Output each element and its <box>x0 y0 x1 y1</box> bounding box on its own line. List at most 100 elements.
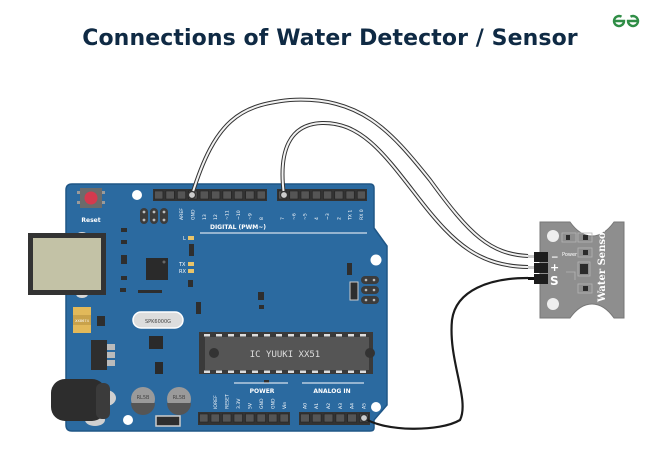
wire-pin7[interactable] <box>279 120 529 269</box>
svg-text:RL5B: RL5B <box>173 395 186 401</box>
pin-label: A5 <box>361 403 367 409</box>
svg-text:RL5B: RL5B <box>137 395 150 401</box>
power-pin-socket[interactable] <box>199 413 209 423</box>
usb-port <box>28 232 106 298</box>
chip-pin <box>300 334 306 337</box>
digital-pin-socket[interactable] <box>300 190 310 200</box>
voltage-regulator <box>91 340 115 370</box>
chip-pin <box>264 370 270 373</box>
digital-pin-socket[interactable] <box>334 190 344 200</box>
sensor-hole <box>547 230 559 242</box>
mounting-hole <box>123 415 133 425</box>
chip-pin <box>228 334 234 337</box>
pin-minus-label: − <box>551 253 559 263</box>
pin-plus-label: + <box>550 261 559 274</box>
fuse <box>155 415 181 427</box>
svg-text:SPK6000G: SPK6000G <box>145 319 171 325</box>
digital-pin-socket[interactable] <box>345 190 355 200</box>
digital-pin-socket[interactable] <box>234 190 244 200</box>
pin-label: ~6 <box>291 213 297 220</box>
pin-label: ~3 <box>325 213 331 220</box>
wire-a5[interactable] <box>359 276 529 430</box>
chip-pin <box>252 334 258 337</box>
power-pin-socket[interactable] <box>210 413 220 423</box>
icsp-header-2 <box>361 276 379 304</box>
led-l <box>188 236 194 240</box>
digital-pin-socket[interactable] <box>222 190 232 200</box>
power-pin-socket[interactable] <box>222 413 232 423</box>
pin-label: A1 <box>314 403 320 409</box>
chip-pin <box>204 370 210 373</box>
analog-pin-socket[interactable] <box>323 413 334 423</box>
analog-label: ANALOG IN <box>313 388 350 395</box>
pin-label: RESET <box>224 394 230 409</box>
small-chip <box>155 362 163 374</box>
pin-label: IOREF <box>213 395 219 409</box>
reset-button[interactable] <box>77 188 105 208</box>
power-label: POWER <box>250 388 275 395</box>
usb-controller-chip <box>146 258 168 280</box>
digital-pin-socket[interactable] <box>256 190 266 200</box>
pin-label: A4 <box>350 403 356 409</box>
digital-pin-socket[interactable] <box>289 190 299 200</box>
page-title: Connections of Water Detector / Sensor <box>82 26 578 51</box>
power-header <box>198 412 290 425</box>
digital-pin-socket[interactable] <box>356 190 366 200</box>
chip-pin <box>216 334 222 337</box>
digital-pin-socket[interactable] <box>245 190 255 200</box>
digital-pin-socket[interactable] <box>165 190 175 200</box>
pin-label: GND <box>259 398 265 409</box>
digital-pin-socket[interactable] <box>323 190 333 200</box>
analog-pin-socket[interactable] <box>311 413 322 423</box>
digital-pin-socket[interactable] <box>211 190 221 200</box>
mounting-hole <box>371 402 381 412</box>
analog-pin-socket[interactable] <box>300 413 310 423</box>
pin-label: 2 <box>336 217 342 220</box>
led-rx <box>188 269 194 273</box>
reset-label: Reset <box>81 217 100 224</box>
pin-label: Vin <box>282 402 288 409</box>
chip-pin <box>264 334 270 337</box>
analog-pin-socket[interactable] <box>335 413 345 423</box>
pin-label: RX 0 <box>359 209 365 220</box>
pin-label: A0 <box>302 403 308 409</box>
digital-pin-socket[interactable] <box>177 190 187 200</box>
analog-pin-socket[interactable] <box>347 413 357 423</box>
chip-pin <box>228 370 234 373</box>
power-pin-socket[interactable] <box>245 413 255 423</box>
digital-pin-socket[interactable] <box>199 190 209 200</box>
power-pin-socket[interactable] <box>256 413 266 423</box>
chip-pin <box>252 370 258 373</box>
mounting-hole <box>132 190 142 200</box>
wire-gnd[interactable] <box>187 97 529 258</box>
chip-pin <box>348 334 354 337</box>
pin-label: 8 <box>259 217 265 220</box>
chip-pin <box>324 334 330 337</box>
led-rx-label: RX <box>179 269 186 275</box>
chip-pin <box>216 370 222 373</box>
digital-pin-socket[interactable] <box>154 190 164 200</box>
power-pin-socket[interactable] <box>279 413 289 423</box>
pin-label: 7 <box>280 217 286 220</box>
digital-pin-socket[interactable] <box>311 190 321 200</box>
led-tx <box>188 262 194 266</box>
power-pin-socket[interactable] <box>233 413 243 423</box>
svg-text:XX8674: XX8674 <box>75 319 89 323</box>
sensor-pin-header <box>528 252 548 284</box>
chip-pin <box>204 334 210 337</box>
pin-label: ~5 <box>303 213 309 220</box>
digital-label: DIGITAL (PWM~) <box>210 224 266 231</box>
gfg-logo-icon <box>612 14 640 28</box>
chip-pin <box>312 370 318 373</box>
svg-text:IC YUUKI XX51: IC YUUKI XX51 <box>250 350 320 360</box>
chip-pin <box>324 370 330 373</box>
chip-pin <box>240 370 246 373</box>
chip-pin <box>288 370 294 373</box>
chip-pin <box>240 334 246 337</box>
chip-pin <box>276 334 282 337</box>
small-chip <box>149 336 163 349</box>
power-pin-socket[interactable] <box>268 413 278 423</box>
pin-label: TX 1 <box>348 210 354 221</box>
pin-label: 3.3V <box>236 398 242 409</box>
smd-components <box>120 228 352 383</box>
